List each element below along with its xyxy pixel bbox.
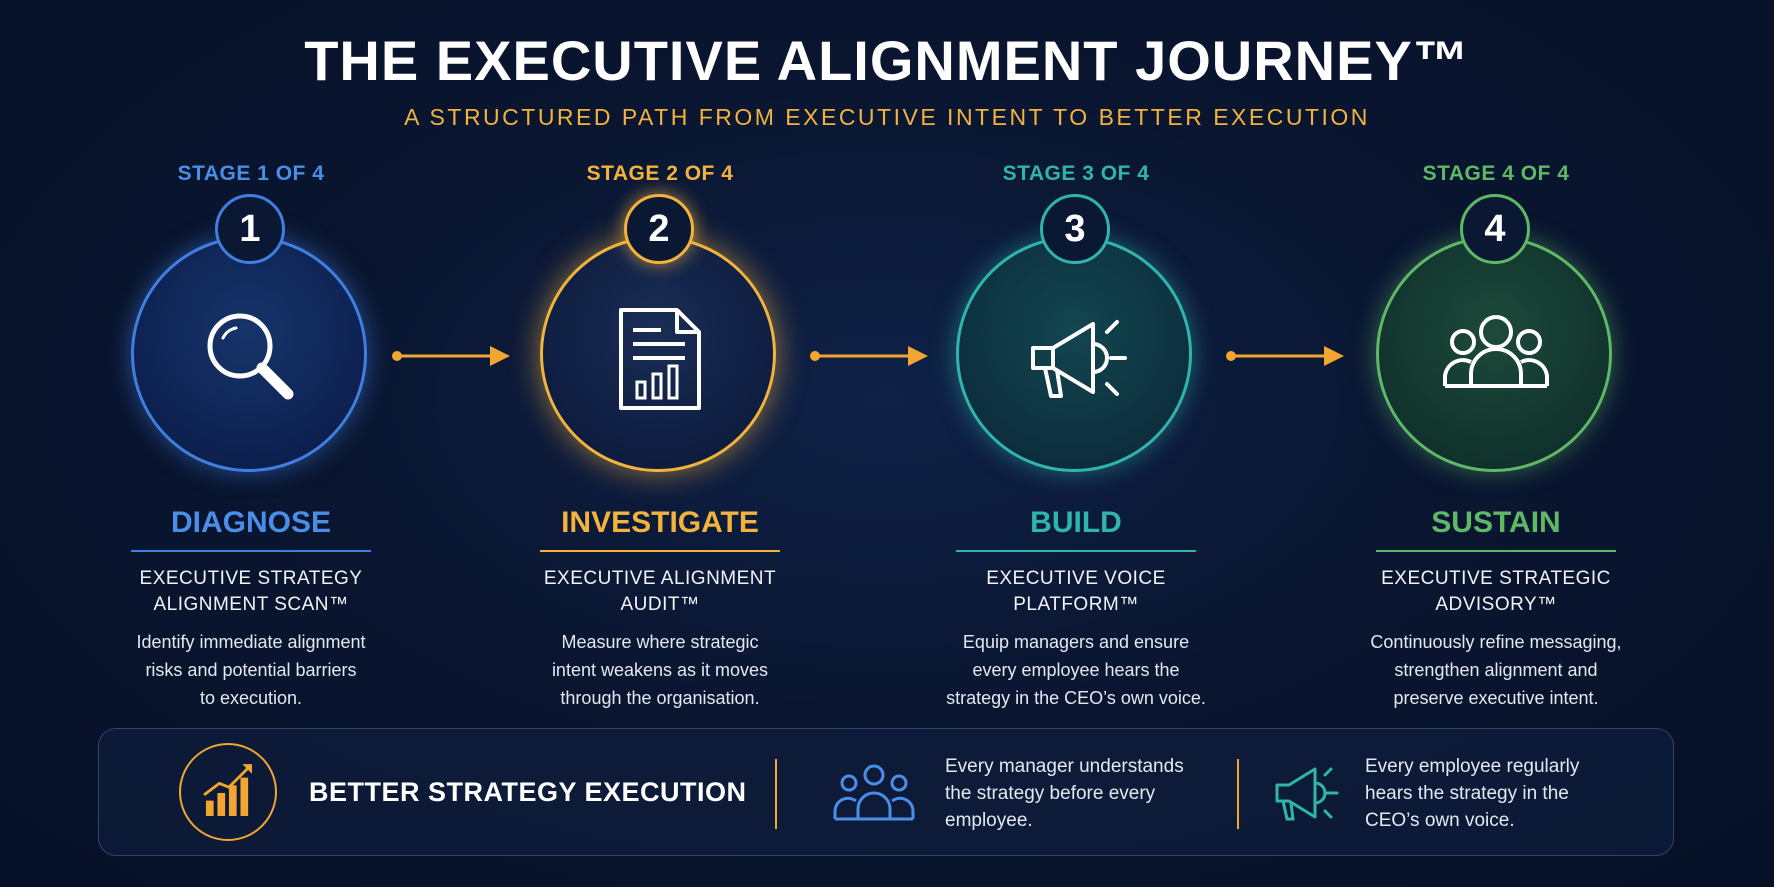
stage-product: EXECUTIVE STRATEGIC ADVISORY™	[1346, 566, 1646, 618]
stage-label: STAGE 1 OF 4	[177, 162, 325, 185]
magnifier-icon	[207, 313, 294, 400]
product-line: EXECUTIVE VOICE	[986, 568, 1166, 589]
stage-number-badge: 1	[215, 194, 285, 264]
product-line: EXECUTIVE STRATEGY	[139, 568, 363, 589]
stage-description: Equip managers and ensure every employee…	[926, 628, 1226, 712]
summary-divider	[775, 759, 777, 829]
arrow-icon	[392, 346, 510, 366]
stage-product: EXECUTIVE STRATEGY ALIGNMENT SCAN™	[101, 566, 401, 618]
stage-number-badge: 3	[1040, 194, 1110, 264]
execution-label: BETTER STRATEGY EXECUTION	[309, 777, 747, 807]
description-line: Equip managers and ensure	[962, 632, 1190, 652]
megaphone-icon	[1275, 767, 1339, 821]
description-line: preserve executive intent.	[1393, 688, 1599, 708]
stage-name: INVESTIGATE	[561, 506, 759, 539]
statement-line: Every employee regularly	[1365, 756, 1580, 777]
summary-divider	[1237, 759, 1239, 829]
description-line: Identify immediate alignment	[136, 632, 366, 652]
description-line: intent weakens as it moves	[551, 660, 769, 680]
stage-3: STAGE 3 OF 4 3 BUILD EXECUTIVE VOICE PLA…	[926, 162, 1226, 712]
product-line: ALIGNMENT SCAN™	[153, 594, 349, 615]
megaphone-icon	[1031, 320, 1127, 398]
description-line: strategy in the CEO’s own voice.	[946, 688, 1206, 708]
statement-line: hears the strategy in the	[1365, 783, 1569, 804]
stage-ring	[540, 236, 776, 472]
people-group-icon	[1443, 315, 1549, 388]
employees-statement: Every employee regularly hears the strat…	[1365, 753, 1635, 834]
people-group-icon	[833, 764, 915, 821]
stage-name: BUILD	[1030, 506, 1122, 539]
stage-divider	[956, 550, 1196, 552]
description-line: Measure where strategic	[561, 632, 759, 652]
product-line: EXECUTIVE ALIGNMENT	[543, 568, 777, 589]
growth-chart-icon	[179, 743, 277, 841]
stage-label: STAGE 4 OF 4	[1422, 162, 1570, 185]
stage-4: STAGE 4 OF 4 4 SUSTAIN EXECUTIVE STRATEG…	[1346, 162, 1646, 712]
stage-product: EXECUTIVE VOICE PLATFORM™	[926, 566, 1226, 618]
stage-divider	[540, 550, 780, 552]
arrow-icon	[810, 346, 928, 366]
stage-1: STAGE 1 OF 4 1 DIAGNOSE EXECUTIVE STRATE…	[101, 162, 401, 712]
stage-number-badge: 4	[1460, 194, 1530, 264]
stage-description: Identify immediate alignment risks and p…	[101, 628, 401, 712]
description-line: every employee hears the	[972, 660, 1180, 680]
summary-panel: BETTER STRATEGY EXECUTION Every manager …	[98, 728, 1674, 856]
statement-line: CEO’s own voice.	[1365, 810, 1515, 831]
arrow-icon	[1226, 346, 1344, 366]
statement-line: the strategy before every	[945, 783, 1156, 804]
managers-statement: Every manager understands the strategy b…	[945, 753, 1215, 834]
stage-name: SUSTAIN	[1431, 506, 1561, 539]
stage-divider	[131, 550, 371, 552]
stage-divider	[1376, 550, 1616, 552]
stage-product: EXECUTIVE ALIGNMENT AUDIT™	[510, 566, 810, 618]
stage-description: Continuously refine messaging, strengthe…	[1346, 628, 1646, 712]
stage-2: STAGE 2 OF 4 2 INVESTIGATE EXECUTIVE ALI…	[510, 162, 810, 712]
product-line: AUDIT™	[620, 594, 700, 615]
stage-name: DIAGNOSE	[170, 506, 332, 539]
statement-line: employee.	[945, 810, 1033, 831]
description-line: strengthen alignment and	[1394, 660, 1598, 680]
statement-line: Every manager understands	[945, 756, 1184, 777]
stage-label: STAGE 3 OF 4	[1002, 162, 1150, 185]
description-line: through the organisation.	[560, 688, 760, 708]
product-line: PLATFORM™	[1013, 594, 1139, 615]
stage-label: STAGE 2 OF 4	[586, 162, 734, 185]
report-document-icon	[619, 308, 701, 410]
page-subtitle: A STRUCTURED PATH FROM EXECUTIVE INTENT …	[404, 104, 1370, 130]
stage-number-badge: 2	[624, 194, 694, 264]
description-line: Continuously refine messaging,	[1370, 632, 1622, 652]
product-line: EXECUTIVE STRATEGIC	[1381, 568, 1611, 589]
stage-description: Measure where strategic intent weakens a…	[510, 628, 810, 712]
product-line: ADVISORY™	[1435, 594, 1557, 615]
page-title: THE EXECUTIVE ALIGNMENT JOURNEY™	[304, 29, 1470, 92]
description-line: to execution.	[199, 688, 303, 708]
description-line: risks and potential barriers	[145, 660, 357, 680]
